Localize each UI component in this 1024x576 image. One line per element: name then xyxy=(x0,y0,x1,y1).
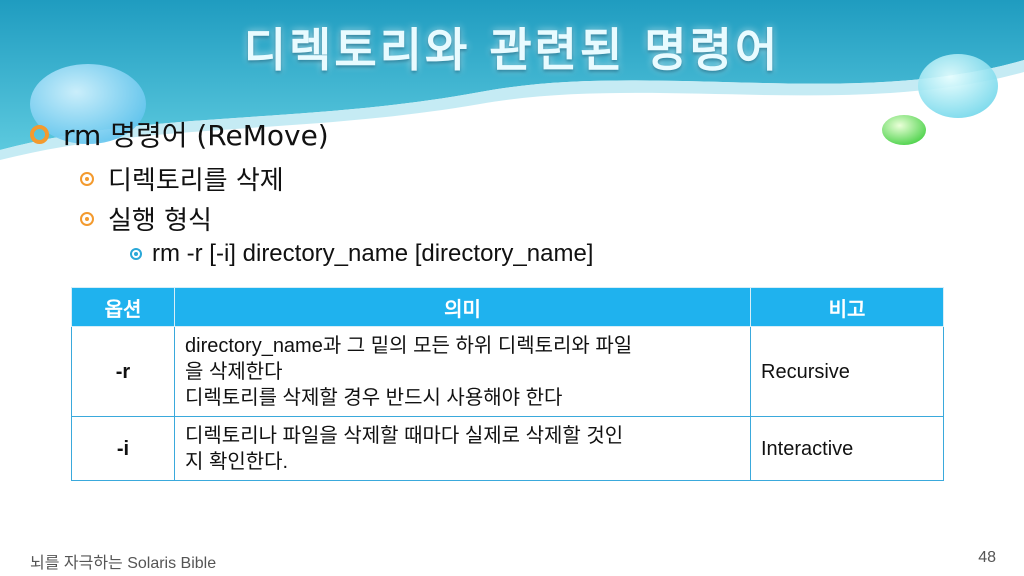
sub-bullet-syntax: 실행 형식 xyxy=(80,200,212,237)
sub-bullet-text: 실행 형식 xyxy=(108,206,212,236)
table-row: -i 디렉토리나 파일을 삭제할 때마다 실제로 삭제할 것인 지 확인한다. … xyxy=(71,416,944,481)
options-table: 옵션 의미 비고 -r directory_name과 그 밑의 모든 하위 디… xyxy=(71,287,944,481)
header-decoration xyxy=(0,0,1024,160)
slide-title: 디렉토리와 관련된 명령어 xyxy=(243,23,781,77)
bubble-right xyxy=(918,54,998,118)
table-row: -r directory_name과 그 밑의 모든 하위 디렉토리와 파일 을… xyxy=(71,326,944,417)
meaning-line: 을 삭제한다 xyxy=(185,360,283,383)
syntax-line: rm -r [-i] directory_name [directory_nam… xyxy=(130,240,593,268)
target-bullet-icon xyxy=(130,248,142,260)
bubble-left xyxy=(30,64,146,144)
sub-bullet-delete-directory: 디렉토리를 삭제 xyxy=(80,160,284,197)
syntax-text: rm -r [-i] directory_name [directory_nam… xyxy=(152,240,594,267)
header-meaning: 의미 xyxy=(174,287,751,327)
meaning-line: 디렉토리를 삭제할 경우 반드시 사용해야 한다 xyxy=(185,386,563,409)
bubble-green xyxy=(882,115,926,145)
footer-book-title: 뇌를 자극하는 Solaris Bible xyxy=(30,555,217,572)
header-note: 비고 xyxy=(750,287,944,327)
bullet-rm-command: rm 명령어 (ReMove) xyxy=(30,114,329,154)
option-cell: -r xyxy=(71,326,175,417)
table-header-row: 옵션 의미 비고 xyxy=(71,287,944,327)
target-bullet-icon xyxy=(80,171,94,186)
target-bullet-icon xyxy=(80,211,94,226)
meaning-line: 디렉토리나 파일을 삭제할 때마다 실제로 삭제할 것인 xyxy=(185,424,624,447)
page-number: 48 xyxy=(978,549,996,566)
header-option: 옵션 xyxy=(71,287,175,327)
note-cell: Recursive xyxy=(750,326,944,417)
ring-bullet-icon xyxy=(30,124,49,144)
note-cell: Interactive xyxy=(750,416,944,481)
meaning-line: 지 확인한다. xyxy=(185,450,289,473)
meaning-cell: directory_name과 그 밑의 모든 하위 디렉토리와 파일 을 삭제… xyxy=(174,326,751,417)
sub-bullet-text: 디렉토리를 삭제 xyxy=(108,166,284,196)
bullet-text: rm 명령어 (ReMove) xyxy=(63,119,329,152)
meaning-cell: 디렉토리나 파일을 삭제할 때마다 실제로 삭제할 것인 지 확인한다. xyxy=(174,416,751,481)
meaning-line: directory_name과 그 밑의 모든 하위 디렉토리와 파일 xyxy=(185,334,633,357)
option-cell: -i xyxy=(71,416,175,481)
